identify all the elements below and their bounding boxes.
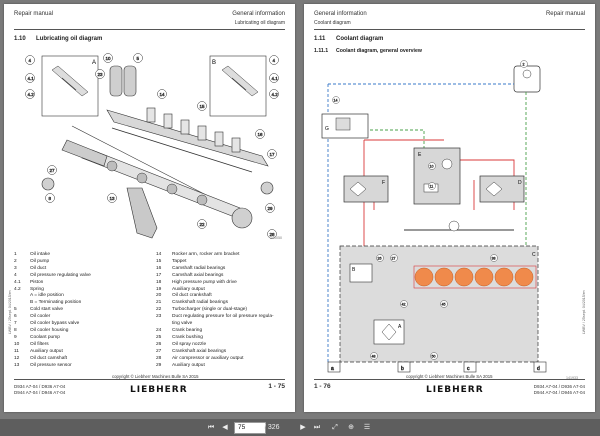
svg-text:50: 50 bbox=[432, 355, 436, 359]
svg-text:45: 45 bbox=[442, 303, 446, 307]
page-header: Repair manual General information Lubric… bbox=[14, 11, 285, 30]
svg-text:4.2: 4.2 bbox=[28, 92, 35, 97]
svg-text:2: 2 bbox=[523, 63, 525, 67]
svg-text:A: A bbox=[92, 60, 96, 66]
viewer-toolbar: ⏮ ◀ / 326 ▶ ⏭ ⤢ ⊕ ☰ bbox=[0, 419, 600, 436]
svg-text:4: 4 bbox=[29, 58, 32, 63]
svg-text:16: 16 bbox=[258, 132, 264, 137]
header-sub: Coolant diagram bbox=[314, 20, 351, 26]
liebherr-logo: LIEBHERR bbox=[426, 385, 484, 395]
side-text: LWBV / 25sept. 04/2015/en bbox=[8, 290, 12, 334]
svg-text:26: 26 bbox=[378, 257, 382, 261]
svg-text:27: 27 bbox=[50, 168, 56, 173]
svg-text:4.1: 4.1 bbox=[272, 76, 279, 81]
page-footer: copyright © Liebherr Machines Bulle SA 2… bbox=[14, 374, 285, 402]
svg-text:8: 8 bbox=[49, 196, 52, 201]
header-right: General information bbox=[232, 11, 285, 17]
page-total: / 326 bbox=[264, 424, 280, 431]
header-sub: Lubricating oil diagram bbox=[234, 20, 285, 26]
coolant-diagram: G E F D C B A a b c d bbox=[321, 60, 547, 373]
first-page-icon[interactable]: ⏮ bbox=[207, 424, 215, 431]
svg-text:G: G bbox=[325, 126, 329, 132]
header-right: Repair manual bbox=[545, 11, 585, 17]
prev-page-icon[interactable]: ◀ bbox=[222, 424, 228, 431]
right-page: General information Repair manual Coolan… bbox=[304, 4, 595, 412]
svg-text:10: 10 bbox=[430, 165, 434, 169]
svg-text:E: E bbox=[418, 152, 422, 158]
engine-codes: D934 A7-04 / D936 A7-04 D944 A7-04 / D94… bbox=[533, 384, 585, 395]
figure-id: 141050 bbox=[270, 236, 282, 240]
svg-text:28: 28 bbox=[270, 232, 276, 237]
next-page-icon[interactable]: ▶ bbox=[300, 424, 306, 431]
svg-text:a: a bbox=[331, 366, 334, 372]
svg-text:29: 29 bbox=[268, 206, 274, 211]
copyright: copyright © Liebherr Machines Bulle SA 2… bbox=[406, 374, 493, 379]
svg-text:B: B bbox=[352, 267, 356, 273]
svg-text:10: 10 bbox=[106, 56, 112, 61]
liebherr-logo: LIEBHERR bbox=[130, 385, 188, 395]
svg-text:14: 14 bbox=[160, 92, 166, 97]
svg-text:A: A bbox=[398, 324, 402, 330]
page-header: General information Repair manual Coolan… bbox=[314, 11, 585, 30]
svg-text:14: 14 bbox=[334, 99, 338, 103]
zoom-icon[interactable]: ⊕ bbox=[348, 424, 354, 431]
menu-icon[interactable]: ☰ bbox=[363, 424, 371, 431]
svg-text:b: b bbox=[401, 366, 404, 372]
svg-text:17: 17 bbox=[270, 152, 276, 157]
fit-page-icon[interactable]: ⤢ bbox=[332, 424, 338, 431]
svg-text:15: 15 bbox=[200, 104, 206, 109]
svg-text:13: 13 bbox=[110, 196, 116, 201]
left-page: Repair manual General information Lubric… bbox=[4, 4, 295, 412]
svg-text:4: 4 bbox=[273, 58, 276, 63]
svg-text:22: 22 bbox=[200, 222, 206, 227]
header-left: General information bbox=[314, 11, 367, 17]
svg-text:C: C bbox=[532, 252, 536, 258]
svg-text:B: B bbox=[212, 60, 216, 66]
lubricating-oil-diagram: A B 4 bbox=[25, 53, 279, 239]
figure-id: 141933 bbox=[566, 376, 578, 380]
svg-text:F: F bbox=[382, 180, 385, 186]
svg-text:48: 48 bbox=[372, 355, 376, 359]
header-left: Repair manual bbox=[14, 11, 54, 17]
copyright: copyright © Liebherr Machines Bulle SA 2… bbox=[112, 374, 199, 379]
svg-text:D: D bbox=[518, 180, 522, 186]
last-page-icon[interactable]: ⏭ bbox=[313, 424, 321, 431]
svg-text:4.2: 4.2 bbox=[272, 92, 279, 97]
svg-text:d: d bbox=[537, 366, 540, 372]
engine-codes: D934 A7-04 / D936 A7-04 D944 A7-04 / D94… bbox=[14, 384, 66, 395]
svg-text:23: 23 bbox=[98, 72, 104, 77]
page-number: 1 - 76 bbox=[314, 383, 331, 390]
svg-text:c: c bbox=[467, 366, 470, 372]
svg-text:4.1: 4.1 bbox=[28, 76, 35, 81]
page-number: 1 - 75 bbox=[268, 383, 285, 390]
page-number-input[interactable] bbox=[234, 422, 266, 434]
svg-text:42: 42 bbox=[402, 303, 406, 307]
svg-text:11: 11 bbox=[430, 185, 434, 189]
svg-text:27: 27 bbox=[392, 257, 396, 261]
svg-text:5: 5 bbox=[137, 56, 140, 61]
svg-text:38: 38 bbox=[492, 257, 496, 261]
page-footer: 1 - 76 copyright © Liebherr Machines Bul… bbox=[314, 374, 585, 402]
side-text: LWBV / 25sept. 04/2015/en bbox=[582, 290, 586, 334]
